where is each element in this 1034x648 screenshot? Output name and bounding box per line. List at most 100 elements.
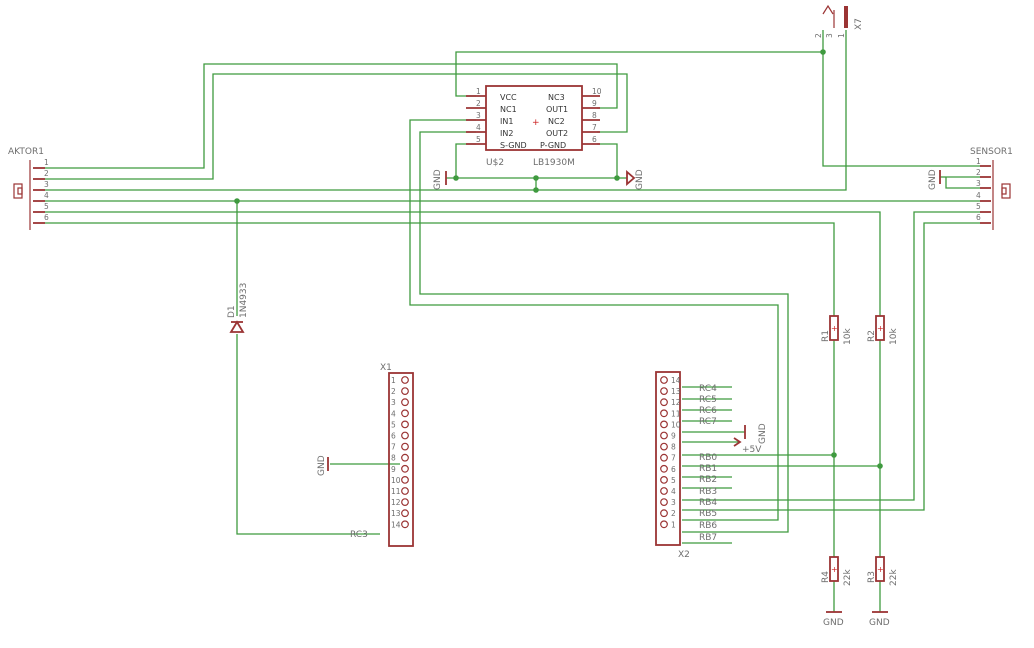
pin-number: 3 (44, 180, 49, 189)
header-pin[interactable] (401, 442, 409, 451)
x2-label: X2 (678, 550, 690, 560)
pin-number: 10 (592, 87, 602, 96)
pin-number: 10 (671, 420, 681, 429)
header-pin[interactable] (660, 509, 668, 518)
header-pin[interactable] (660, 431, 668, 440)
junction-dot (234, 198, 240, 204)
header-pin[interactable] (660, 520, 668, 529)
net-label: RB3 (699, 487, 717, 497)
pin-number: 4 (476, 123, 481, 132)
pin-number: 12 (391, 498, 401, 507)
pin-number: 9 (671, 432, 676, 441)
gnd-label: GND (635, 169, 645, 190)
header-pin[interactable] (401, 431, 409, 440)
ic-pin-label: IN2 (500, 129, 513, 138)
diode-name: D1 (227, 305, 237, 318)
pin-number: 8 (391, 454, 396, 463)
pin-number: 14 (391, 520, 401, 529)
junction-dot (877, 463, 883, 469)
header-pin[interactable] (660, 387, 668, 396)
pin-number: 5 (671, 476, 676, 485)
ic-pin-label: NC2 (548, 117, 565, 126)
pin-number: 3 (976, 179, 981, 188)
header-pin[interactable] (660, 376, 668, 384)
pin-number: 8 (592, 111, 597, 120)
origin-marker: + (831, 565, 838, 574)
resistor-r1[interactable]: + R1 10k (821, 315, 853, 345)
resistor-value: 22k (889, 569, 899, 586)
aktor-label: AKTOR1 (8, 147, 44, 157)
header-pin[interactable] (401, 464, 409, 473)
pin-number: 13 (391, 509, 401, 518)
aktor-connector[interactable]: AKTOR1 1 2 3 4 5 6 (8, 147, 49, 230)
pin-number: 5 (476, 135, 481, 144)
header-pin[interactable] (660, 420, 668, 429)
pin-number: 1 (476, 87, 481, 96)
gnd-label: GND (823, 618, 844, 628)
resistor-name: R4 (821, 571, 831, 583)
junction-dot (831, 452, 837, 458)
pin-number: 9 (391, 465, 396, 474)
origin-marker: + (831, 324, 838, 333)
diode-value: 1N4933 (239, 283, 249, 318)
pin-number: 8 (671, 443, 676, 452)
header-pin[interactable] (401, 487, 409, 495)
pin-number: 10 (391, 476, 401, 485)
header-pin[interactable] (660, 442, 668, 451)
gnd-label: GND (869, 618, 890, 628)
resistor-r2[interactable]: + R2 10k (867, 315, 899, 345)
pin-number: 2 (814, 33, 823, 38)
pin-number: 3 (476, 111, 481, 120)
pin-number: 1 (976, 157, 981, 166)
header-pin[interactable] (660, 498, 668, 507)
net-label: RB5 (699, 509, 717, 519)
sensor-connector[interactable]: SENSOR1 1 2 3 4 5 6 GND (928, 147, 1013, 230)
resistor-name: R2 (867, 330, 877, 342)
header-pin[interactable] (401, 409, 409, 418)
header-pin[interactable] (660, 398, 668, 407)
header-pin[interactable] (660, 464, 668, 473)
resistor-r4[interactable]: + R4 22k GND (821, 556, 853, 628)
header-pin[interactable] (401, 509, 409, 518)
net-label: RC6 (699, 406, 717, 416)
pin-number: 7 (391, 443, 396, 452)
ic-lb1930m[interactable]: 1 2 3 4 5 VCC NC1 IN1 IN2 S-GND 10 9 8 7… (433, 85, 645, 190)
header-pin[interactable] (401, 520, 409, 529)
header-pin[interactable] (401, 498, 409, 507)
header-pin[interactable] (660, 487, 668, 495)
x7-jack[interactable]: 2 3 1 X7 (814, 4, 864, 38)
x7-label: X7 (854, 18, 864, 30)
ic-pin-label: IN1 (500, 117, 513, 126)
origin-marker: + (877, 565, 884, 574)
resistor-r3[interactable]: + R3 22k GND (867, 556, 899, 628)
header-pin[interactable] (401, 387, 409, 396)
ic-pin-label: S-GND (500, 141, 527, 150)
origin-marker: + (532, 118, 540, 128)
pin-number: 6 (44, 213, 49, 222)
resistor-name: R1 (821, 330, 831, 342)
origin-marker: + (877, 324, 884, 333)
ic-pin-label: NC1 (500, 105, 517, 114)
header-pin[interactable] (401, 398, 409, 407)
ic-pin-label: VCC (500, 93, 517, 102)
header-pin[interactable] (660, 409, 668, 418)
junction-dot (533, 175, 539, 181)
header-pin[interactable] (401, 476, 409, 484)
header-pin[interactable] (660, 453, 668, 462)
diode-d1[interactable]: D1 1N4933 (227, 283, 249, 333)
pin-number: 3 (671, 498, 676, 507)
header-pin[interactable] (401, 376, 409, 384)
pin-number: 5 (391, 420, 396, 429)
pin-number: 6 (391, 432, 396, 441)
pin-number: 1 (837, 33, 846, 38)
pin-number: 9 (592, 99, 597, 108)
gnd-label: GND (758, 423, 768, 444)
header-pin[interactable] (401, 453, 409, 462)
pin-number: 7 (671, 454, 676, 463)
net-label: RB0 (699, 453, 717, 463)
header-pin[interactable] (660, 476, 668, 484)
pin-number: 6 (592, 135, 597, 144)
header-pin[interactable] (401, 420, 409, 429)
